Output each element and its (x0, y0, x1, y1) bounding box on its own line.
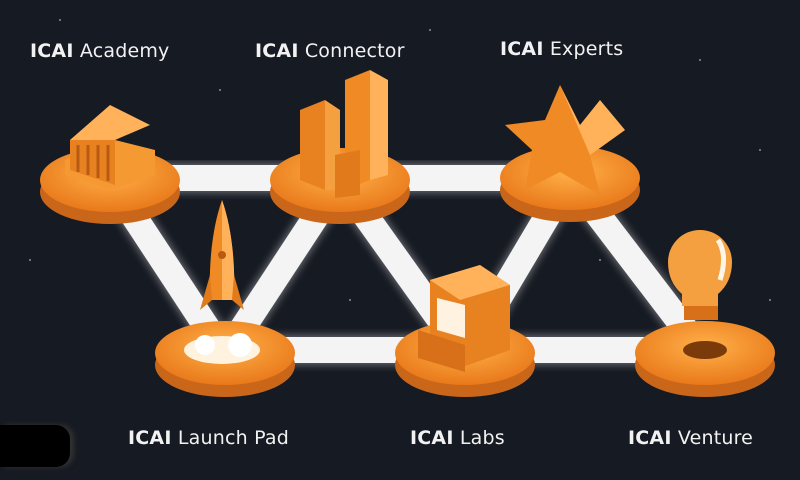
node-name: Academy (79, 40, 170, 62)
node-label-experts: ICAI Experts (500, 38, 623, 60)
node-name: Labs (459, 427, 505, 449)
node-name: Connector (304, 40, 405, 62)
node-label-academy: ICAI Academy (30, 40, 170, 62)
brand-text: ICAI (628, 427, 672, 449)
node-name: Venture (677, 427, 754, 449)
brand-text: ICAI (500, 38, 544, 60)
brand-text: ICAI (128, 427, 172, 449)
node-name: Experts (549, 38, 624, 60)
lightbulb-icon (668, 230, 732, 359)
star-icon (505, 85, 625, 195)
brand-text: ICAI (30, 40, 74, 62)
brand-text: ICAI (410, 427, 454, 449)
towers-icon (300, 70, 388, 198)
node-name: Launch Pad (177, 427, 289, 449)
redaction-box (0, 425, 70, 467)
brand-text: ICAI (255, 40, 299, 62)
node-label-connector: ICAI Connector (255, 40, 405, 62)
stars (29, 19, 771, 301)
building-icon (65, 105, 155, 190)
node-label-venture: ICAI Venture (628, 427, 753, 449)
computer-icon (418, 265, 510, 372)
node-label-labs: ICAI Labs (410, 427, 505, 449)
rocket-icon (184, 200, 260, 364)
node-label-launch-pad: ICAI Launch Pad (128, 427, 289, 449)
